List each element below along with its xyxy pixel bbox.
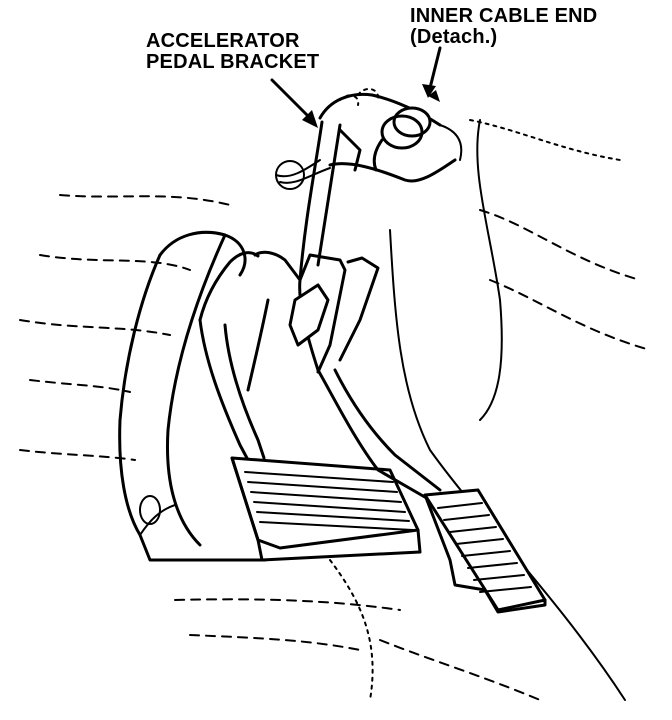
accelerator-pedal-bracket-label: ACCELERATOR PEDAL BRACKET [146,31,319,73]
accelerator-pedal-arm [288,120,442,502]
brake-housing [118,230,267,562]
bracket-label-line1: ACCELERATOR [146,30,300,52]
accelerator-pedal-pad [423,488,547,614]
background-contours [19,119,651,701]
inner-cable-end-label-line2: (Detach.) [410,26,498,48]
brake-pedal-pad [230,456,422,562]
inner-cable-end-label-line1: INNER CABLE END [410,5,598,27]
bracket-label-line2: PEDAL BRACKET [146,51,320,73]
leader-lines [270,46,442,128]
bracket-cable-assembly [275,88,463,190]
inner-cable-end-label: INNER CABLE END (Detach.) [410,6,597,48]
brake-pedal-arm [198,250,302,462]
